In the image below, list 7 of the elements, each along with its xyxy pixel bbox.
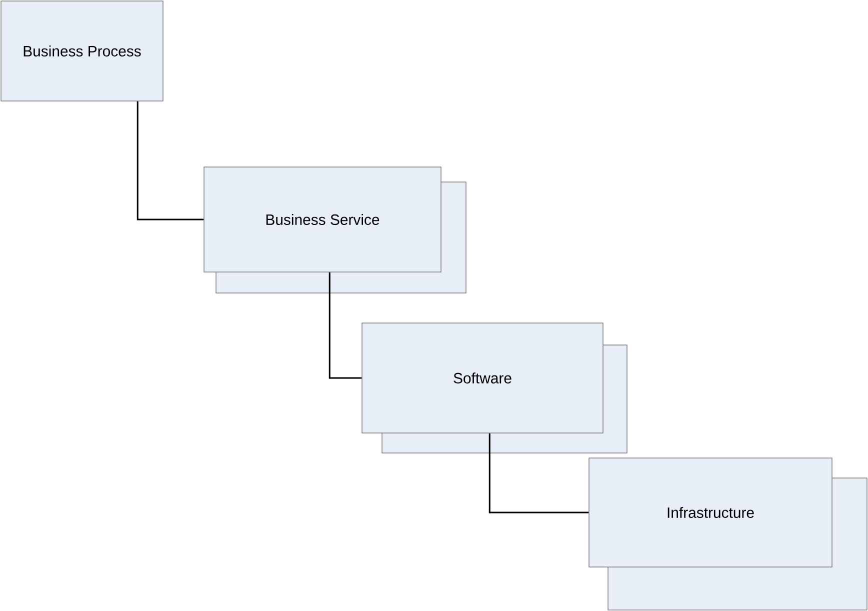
process-box: Business Process xyxy=(0,0,164,102)
stacked-process-box: Software xyxy=(362,322,628,454)
connector-line xyxy=(488,433,589,514)
connector-line xyxy=(328,272,362,379)
stacked-process-box: Business Service xyxy=(204,166,466,294)
stacked-process-box: Infrastructure xyxy=(588,458,868,610)
connector-line xyxy=(136,101,204,220)
